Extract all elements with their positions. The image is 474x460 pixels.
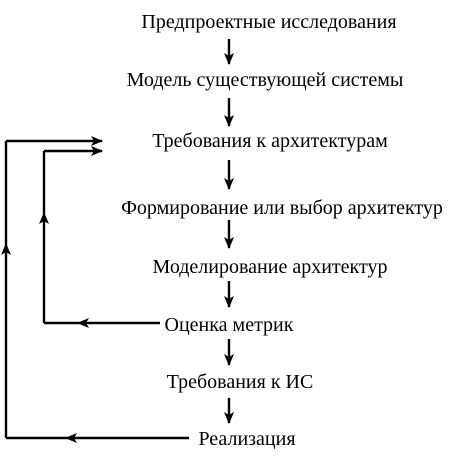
step-label-preproject-research: Предпроектные исследования [141,11,396,33]
step-label-metrics-evaluation: Оценка метрик [165,314,294,336]
step-label-architecture-modeling: Моделирование архитектур [153,256,388,278]
step-label-existing-system-model: Модель существующей системы [127,69,404,91]
feedback-loop-metrics [39,146,160,328]
step-label-architecture-requirements: Требования к архитектурам [152,130,388,152]
step-label-architecture-selection: Формирование или выбор архитектур [121,197,443,219]
step-label-implementation: Реализация [198,428,295,450]
feedback-loop-implementation [0,136,189,443]
step-label-is-requirements: Требования к ИС [167,371,314,393]
